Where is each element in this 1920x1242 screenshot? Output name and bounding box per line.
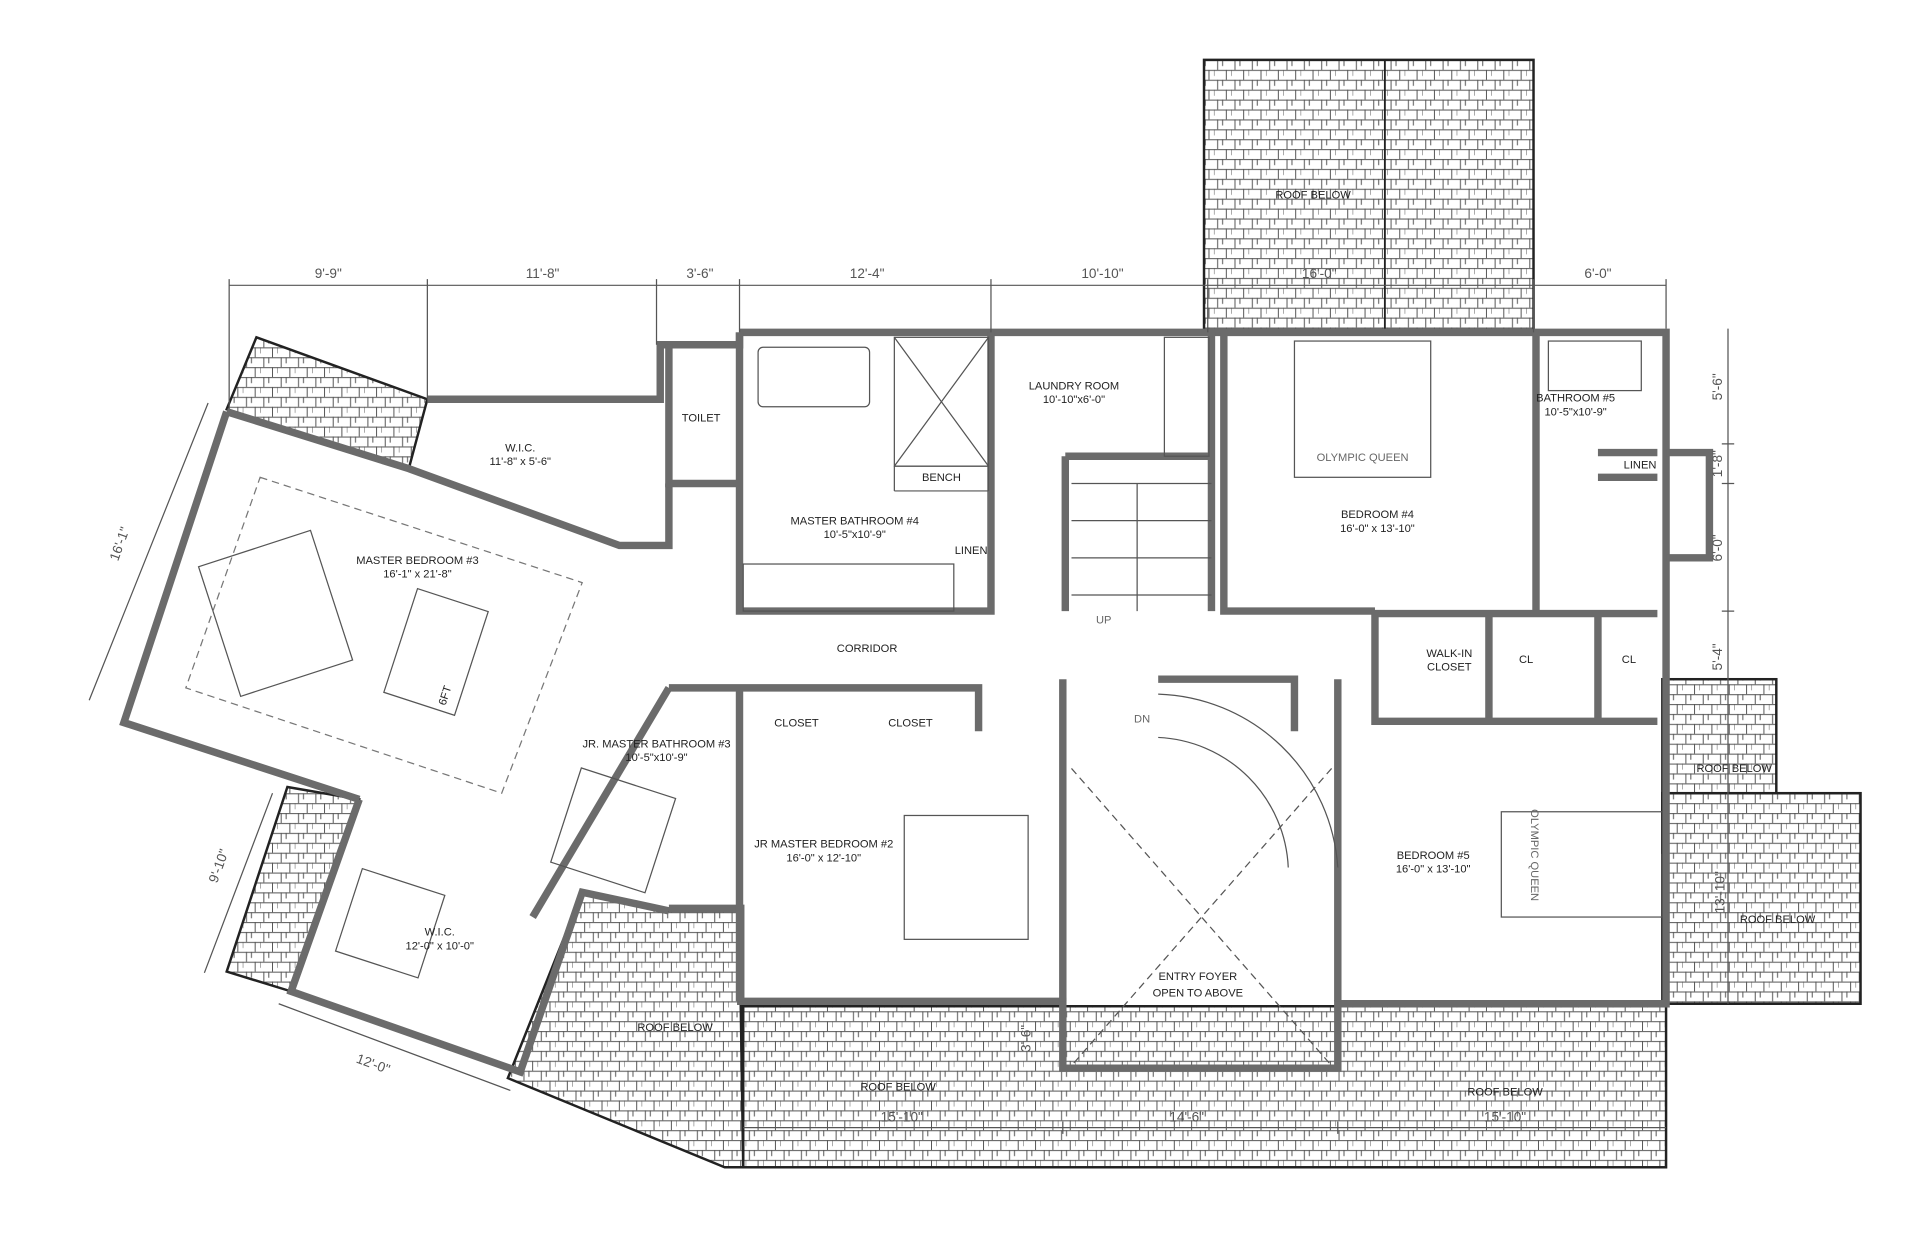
dim-top-1: 9'-9" <box>315 266 342 281</box>
dim-right-roof: 13'-10" <box>1712 871 1727 913</box>
room-labels: MASTER BEDROOM #3 16'-1" x 21'-8" W.I.C.… <box>356 380 1656 999</box>
roof-label: ROOF BELOW <box>1740 914 1816 926</box>
room-laundry: LAUNDRY ROOM <box>1029 380 1119 392</box>
room-closet-1: CLOSET <box>774 717 819 729</box>
roof-areas <box>225 58 1862 1169</box>
bathtub <box>757 346 871 408</box>
room-lower-wic: W.I.C. <box>425 927 455 939</box>
room-master-bath-size: 10'-5"x10'-9" <box>824 529 886 541</box>
walls <box>119 328 1714 1077</box>
room-foyer-2: OPEN TO ABOVE <box>1153 987 1243 999</box>
roof-label: ROOF BELOW <box>860 1081 936 1093</box>
label-linen-2: LINEN <box>1624 460 1657 472</box>
roof-label: ROOF BELOW <box>1275 190 1351 202</box>
room-bedroom5-size: 16'-0" x 13'-10" <box>1396 863 1471 875</box>
bed-label-bedroom4: OLYMPIC QUEEN <box>1317 452 1409 464</box>
bed-label-bedroom5: OLYMPIC QUEEN <box>1528 809 1540 901</box>
dim-top-4: 12'-4" <box>850 266 885 281</box>
room-cl-2: CL <box>1622 654 1636 666</box>
room-master-bedroom: MASTER BEDROOM #3 <box>356 555 478 567</box>
room-bath5-size: 10'-5"x10'-9" <box>1545 406 1607 418</box>
bed-master <box>197 529 354 698</box>
dim-top-3: 3'-6" <box>686 266 713 281</box>
room-walkin: WALK-IN <box>1426 648 1472 660</box>
dim-top-6: 16'-0" <box>1302 266 1337 281</box>
room-corridor: CORRIDOR <box>837 643 898 655</box>
dim-wic-bottom: 12'-0" <box>354 1051 392 1077</box>
dim-bottom-2: 14'-6" <box>1169 1109 1204 1124</box>
room-bedroom5: BEDROOM #5 <box>1397 850 1470 862</box>
room-master-wic-size: 11'-8" x 5'-6" <box>490 456 551 468</box>
dim-bottom-3: 15'-10" <box>1484 1109 1526 1124</box>
roof-top <box>1202 58 1535 332</box>
room-walkin-2: CLOSET <box>1427 662 1472 674</box>
dim-right-3: 6'-0" <box>1710 534 1725 561</box>
fixtures <box>185 336 1663 1067</box>
roof-nw <box>225 335 429 471</box>
sofa <box>383 587 489 717</box>
roof-labels: ROOF BELOW ROOF BELOW ROOF BELOW ROOF BE… <box>637 190 1815 1099</box>
dim-top-2: 11'-8" <box>526 266 560 281</box>
room-master-wic: W.I.C. <box>505 442 535 454</box>
stair-up-label: UP <box>1096 614 1111 626</box>
roof-bottom <box>741 1005 1668 1169</box>
room-foyer: ENTRY FOYER <box>1158 971 1237 983</box>
room-jr-bath: JR. MASTER BATHROOM #3 <box>582 738 730 750</box>
roof-sw-left <box>225 785 361 993</box>
roof-label: ROOF BELOW <box>637 1022 713 1034</box>
room-bedroom4-size: 16'-0" x 13'-10" <box>1340 523 1415 535</box>
dim-bottom-1: 15'-10" <box>881 1109 923 1124</box>
stair-down-label: DN <box>1134 714 1150 726</box>
dim-right-2: 1'-8" <box>1710 450 1725 477</box>
room-closet-2: CLOSET <box>888 717 933 729</box>
room-jr-bedroom-size: 16'-0" x 12'-10" <box>786 852 861 864</box>
roof-label: ROOF BELOW <box>1696 763 1772 775</box>
room-toilet: TOILET <box>682 413 721 425</box>
dim-right-1: 5'-6" <box>1710 373 1725 400</box>
label-linen-1: LINEN <box>955 545 988 557</box>
dim-master-left: 16'-1" <box>107 525 133 563</box>
dim-foyer-bump: 3'-6" <box>1019 1025 1034 1052</box>
room-bedroom4: BEDROOM #4 <box>1341 509 1414 521</box>
roof-label: ROOF BELOW <box>1467 1086 1543 1098</box>
sofa-label: 6FT <box>437 684 455 707</box>
room-laundry-size: 10'-10"x6'-0" <box>1043 394 1105 406</box>
room-master-bedroom-size: 16'-1" x 21'-8" <box>383 569 451 581</box>
dim-top-5: 10'-10" <box>1081 266 1123 281</box>
dim-top-7: 6'-0" <box>1584 266 1611 281</box>
roof-east-2 <box>1661 791 1862 1005</box>
room-jr-bedroom: JR MASTER BEDROOM #2 <box>754 839 893 851</box>
room-cl-1: CL <box>1519 654 1533 666</box>
room-bath5: BATHROOM #5 <box>1536 393 1615 405</box>
room-master-bath: MASTER BATHROOM #4 <box>791 515 919 527</box>
dim-right-4: 5'-4" <box>1710 643 1725 670</box>
dim-wic-left: 9'-10" <box>206 847 232 885</box>
room-jr-bath-size: 10'-5"x10'-9" <box>625 752 687 764</box>
room-lower-wic-size: 12'-0" x 10'-0" <box>406 940 474 952</box>
label-bench: BENCH <box>922 472 961 484</box>
